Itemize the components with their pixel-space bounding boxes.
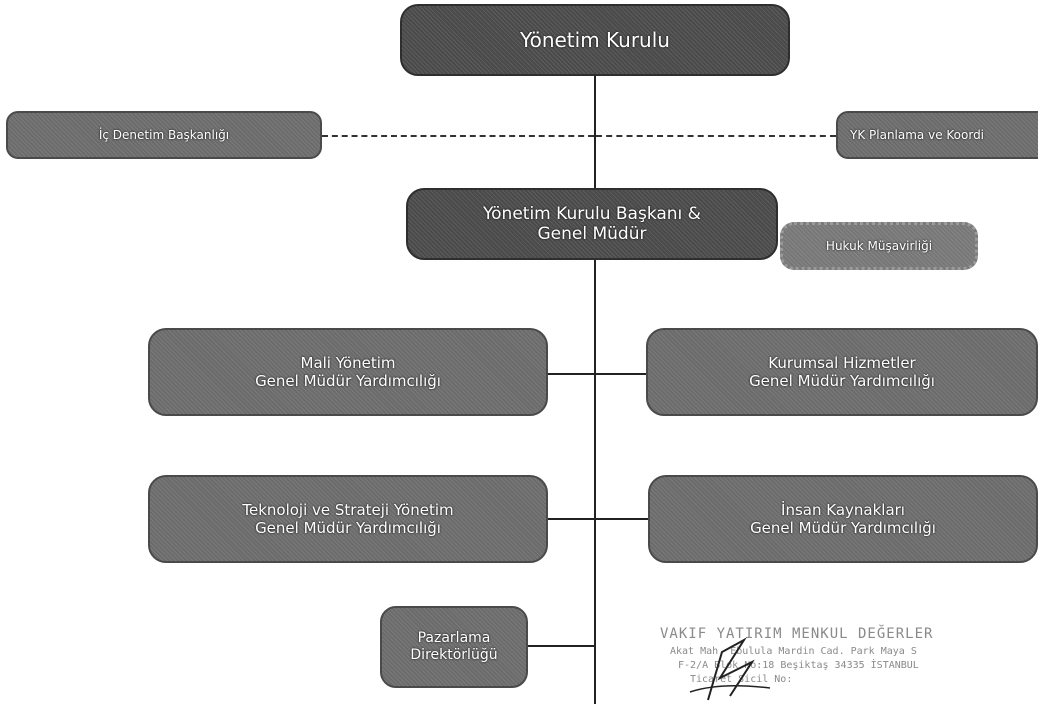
marketing-connector	[528, 645, 596, 647]
human-resources-box: İnsan Kaynakları Genel Müdür Yardımcılığ…	[648, 475, 1038, 563]
finance-label-line2: Genel Müdür Yardımcılığı	[255, 372, 441, 390]
marketing-label-line1: Pazarlama	[417, 630, 491, 647]
board-planning-label: YK Planlama ve Koordi	[850, 127, 985, 142]
company-stamp: VAKIF YATIRIM MENKUL DEĞERLER Akat Mah. …	[660, 622, 1038, 704]
legal-counsel-label: Hukuk Müşavirliği	[825, 238, 933, 253]
hr-label-line2: Genel Müdür Yardımcılığı	[750, 519, 936, 537]
finance-connector	[548, 373, 596, 375]
technology-strategy-box: Teknoloji ve Strateji Yönetim Genel Müdü…	[148, 475, 548, 563]
signature-icon	[689, 637, 771, 701]
hr-connector	[596, 518, 648, 520]
main-spine	[594, 66, 596, 704]
corporate-services-box: Kurumsal Hizmetler Genel Müdür Yardımcıl…	[646, 328, 1038, 416]
finance-label-line1: Mali Yönetim	[300, 354, 396, 372]
stamp-company-name: VAKIF YATIRIM MENKUL DEĞERLER	[660, 626, 934, 642]
legal-counsel-box: Hukuk Müşavirliği	[780, 222, 978, 270]
internal-audit-label: İç Denetim Başkanlığı	[98, 127, 230, 142]
stamp-address-line-2: F-2/A Blok No:18 Beşiktaş 34335 İSTANBUL	[678, 660, 919, 671]
finance-box: Mali Yönetim Genel Müdür Yardımcılığı	[148, 328, 548, 416]
stamp-address-line: Akat Mah. Ebulula Mardin Cad. Park Maya …	[670, 646, 917, 657]
board-label: Yönetim Kurulu	[520, 28, 670, 52]
hr-label-line1: İnsan Kaynakları	[781, 501, 905, 519]
tech-connector	[548, 518, 596, 520]
corporate-label-line1: Kurumsal Hizmetler	[768, 354, 916, 372]
planning-dashed-connector	[596, 135, 836, 137]
ceo-label-line2: Genel Müdür	[537, 224, 647, 244]
ceo-box: Yönetim Kurulu Başkanı & Genel Müdür	[406, 188, 778, 260]
corporate-connector	[596, 373, 646, 375]
marketing-box: Pazarlama Direktörlüğü	[380, 606, 528, 688]
tech-label-line1: Teknoloji ve Strateji Yönetim	[242, 501, 454, 519]
audit-dashed-connector	[322, 135, 594, 137]
tech-label-line2: Genel Müdür Yardımcılığı	[255, 519, 441, 537]
corporate-label-line2: Genel Müdür Yardımcılığı	[749, 372, 935, 390]
internal-audit-box: İç Denetim Başkanlığı	[6, 111, 322, 159]
marketing-label-line2: Direktörlüğü	[410, 647, 498, 663]
ceo-label-line1: Yönetim Kurulu Başkanı &	[483, 203, 701, 224]
board-box: Yönetim Kurulu	[400, 4, 790, 76]
board-planning-box: YK Planlama ve Koordi	[836, 111, 1038, 159]
